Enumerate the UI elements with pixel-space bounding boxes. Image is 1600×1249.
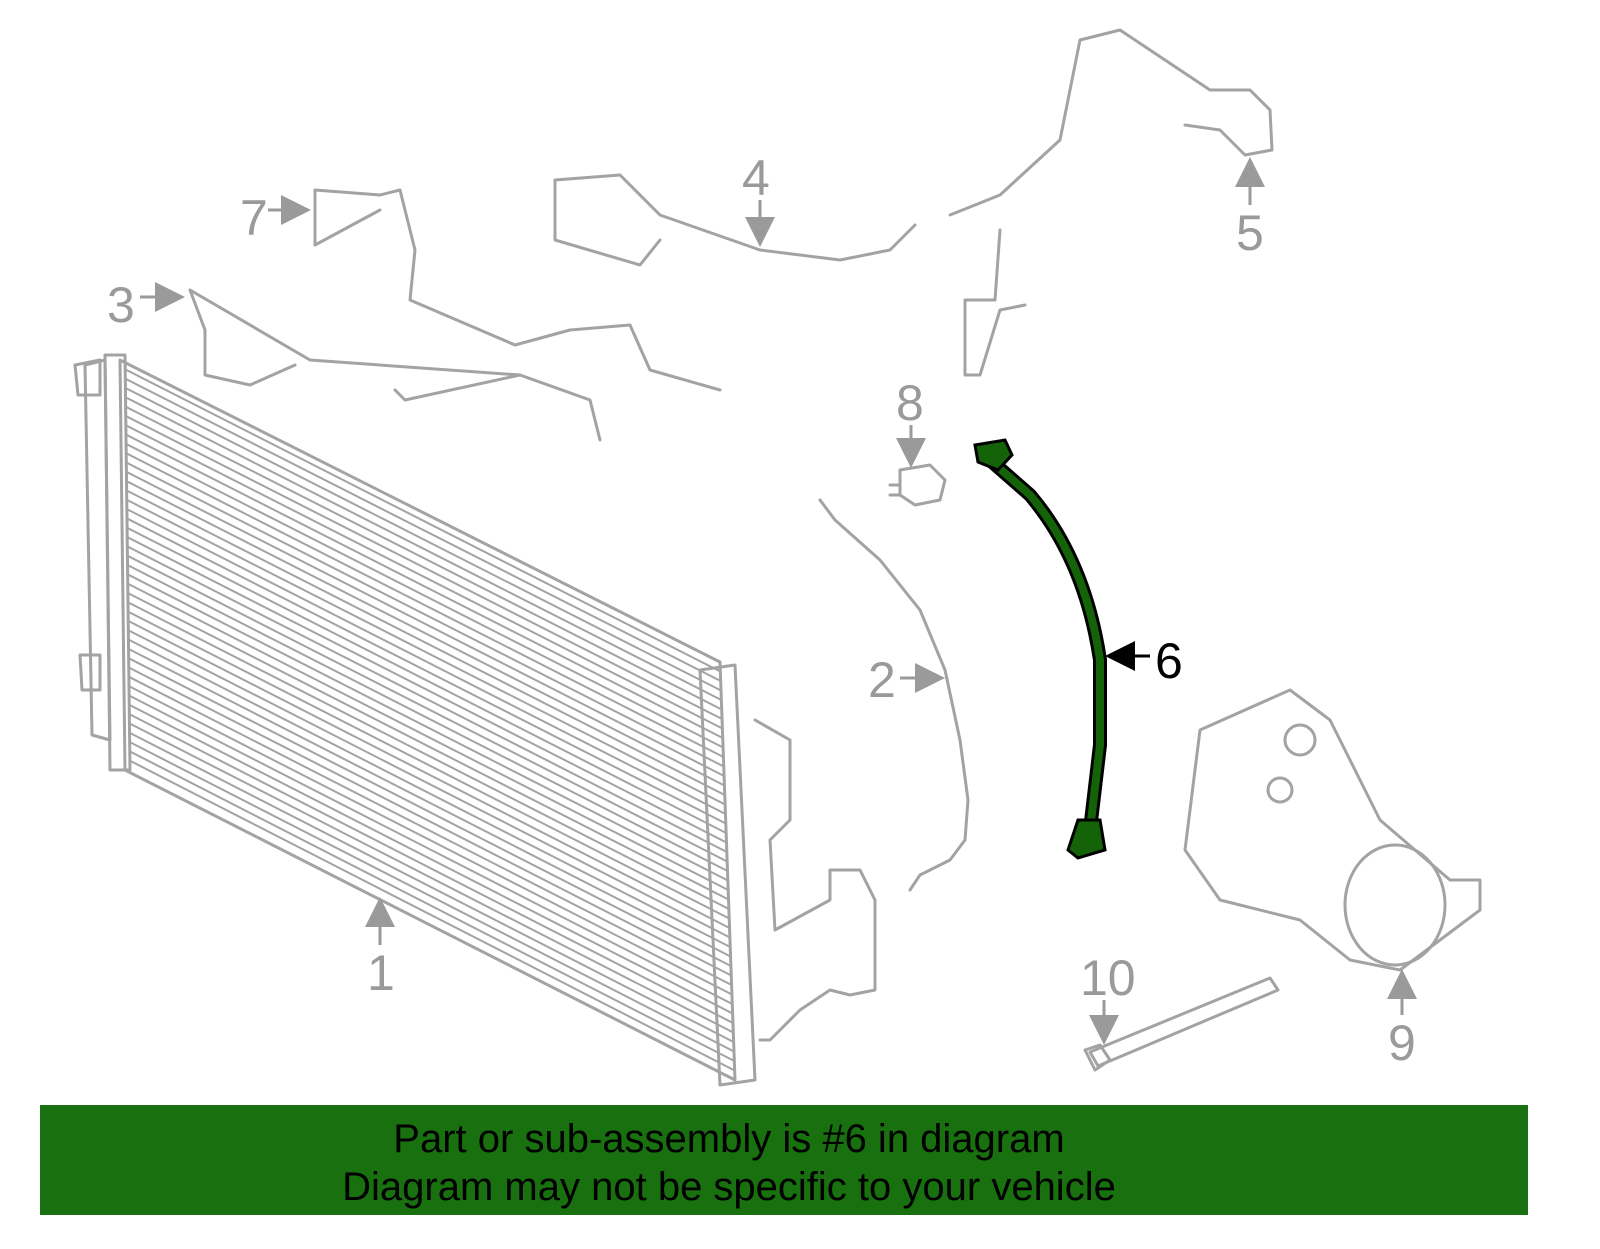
condenser-fin [126,489,726,796]
callout-9: 9 [1387,969,1417,1071]
condenser-fin [128,722,734,1034]
pressure-switch-part-8[interactable] [888,463,947,507]
condenser-fin [125,405,723,711]
condenser-fin [125,470,725,777]
condenser-part-1[interactable] [73,353,877,1087]
condenser-fin [126,480,725,787]
condenser-fin [127,573,729,882]
banner-line-1: Part or sub-assembly is #6 in diagram [393,1117,1065,1161]
condenser-fin [126,526,727,834]
svg-text:9: 9 [1388,1015,1416,1071]
condenser-fin [129,759,736,1072]
condenser-fin [128,703,734,1015]
hose-part-6[interactable] [973,438,1107,860]
condenser-fin [126,554,728,863]
condenser-fin [128,694,733,1005]
condenser-fin [128,685,733,996]
condenser-fin [128,675,733,986]
svg-text:7: 7 [240,190,268,246]
compressor-part-9[interactable] [1183,688,1482,972]
condenser-fin [127,610,730,920]
svg-text:1: 1 [367,945,395,1001]
bolt-part-10[interactable] [1083,976,1280,1072]
condenser-fin [126,508,726,815]
svg-text:6: 6 [1155,633,1183,689]
condenser-fin [127,629,731,939]
svg-text:2: 2 [868,652,896,708]
condenser-fin [125,424,723,730]
callout-3: 3 [107,277,185,333]
condenser-fin [125,461,725,768]
ac-line-part-4[interactable] [553,173,917,267]
ac-line-part-7[interactable] [313,188,722,392]
info-banner: Part or sub-assembly is #6 in diagram Di… [40,1105,1528,1215]
callout-10: 10 [1080,950,1136,1045]
condenser-fin [127,564,728,872]
callout-2: 2 [868,652,945,708]
condenser-fin [125,415,723,720]
condenser-fin [128,713,734,1024]
ac-line-part-3[interactable] [188,288,602,442]
condenser-fin [124,368,721,673]
banner-line-2: Diagram may not be specific to your vehi… [342,1165,1116,1209]
svg-text:3: 3 [107,277,135,333]
condenser-fin [128,647,732,958]
callout-1: 1 [365,897,395,1001]
ac-line-part-5[interactable] [948,28,1274,377]
callout-5: 5 [1235,157,1265,261]
condenser-fin [129,741,735,1053]
svg-text:4: 4 [742,150,770,206]
condenser-fin [126,545,728,853]
condenser-fin [126,536,727,844]
condenser-fin [126,498,726,806]
condenser-fin [124,387,722,692]
condenser-fin [126,517,727,825]
condenser-fin [125,452,724,758]
condenser-fin [127,601,730,910]
callout-6: 6 [1105,633,1183,689]
svg-text:10: 10 [1080,950,1136,1006]
condenser-fin [127,638,731,948]
condenser-fin [125,442,724,749]
condenser-fin [124,377,722,682]
condenser-fin [128,657,732,967]
condenser-fin [129,750,735,1062]
condenser-fin [125,396,722,701]
condenser-fin [128,666,732,977]
callout-8: 8 [896,375,926,468]
svg-text:8: 8 [896,375,924,431]
callout-4: 4 [742,150,775,247]
svg-text:5: 5 [1236,205,1264,261]
condenser-fin [129,731,735,1043]
ac-line-part-2[interactable] [818,498,970,892]
condenser-fin [125,433,724,739]
condenser-fin [127,592,729,901]
condenser-fin [127,620,731,929]
callout-7: 7 [240,190,311,246]
condenser-fin [127,582,729,891]
